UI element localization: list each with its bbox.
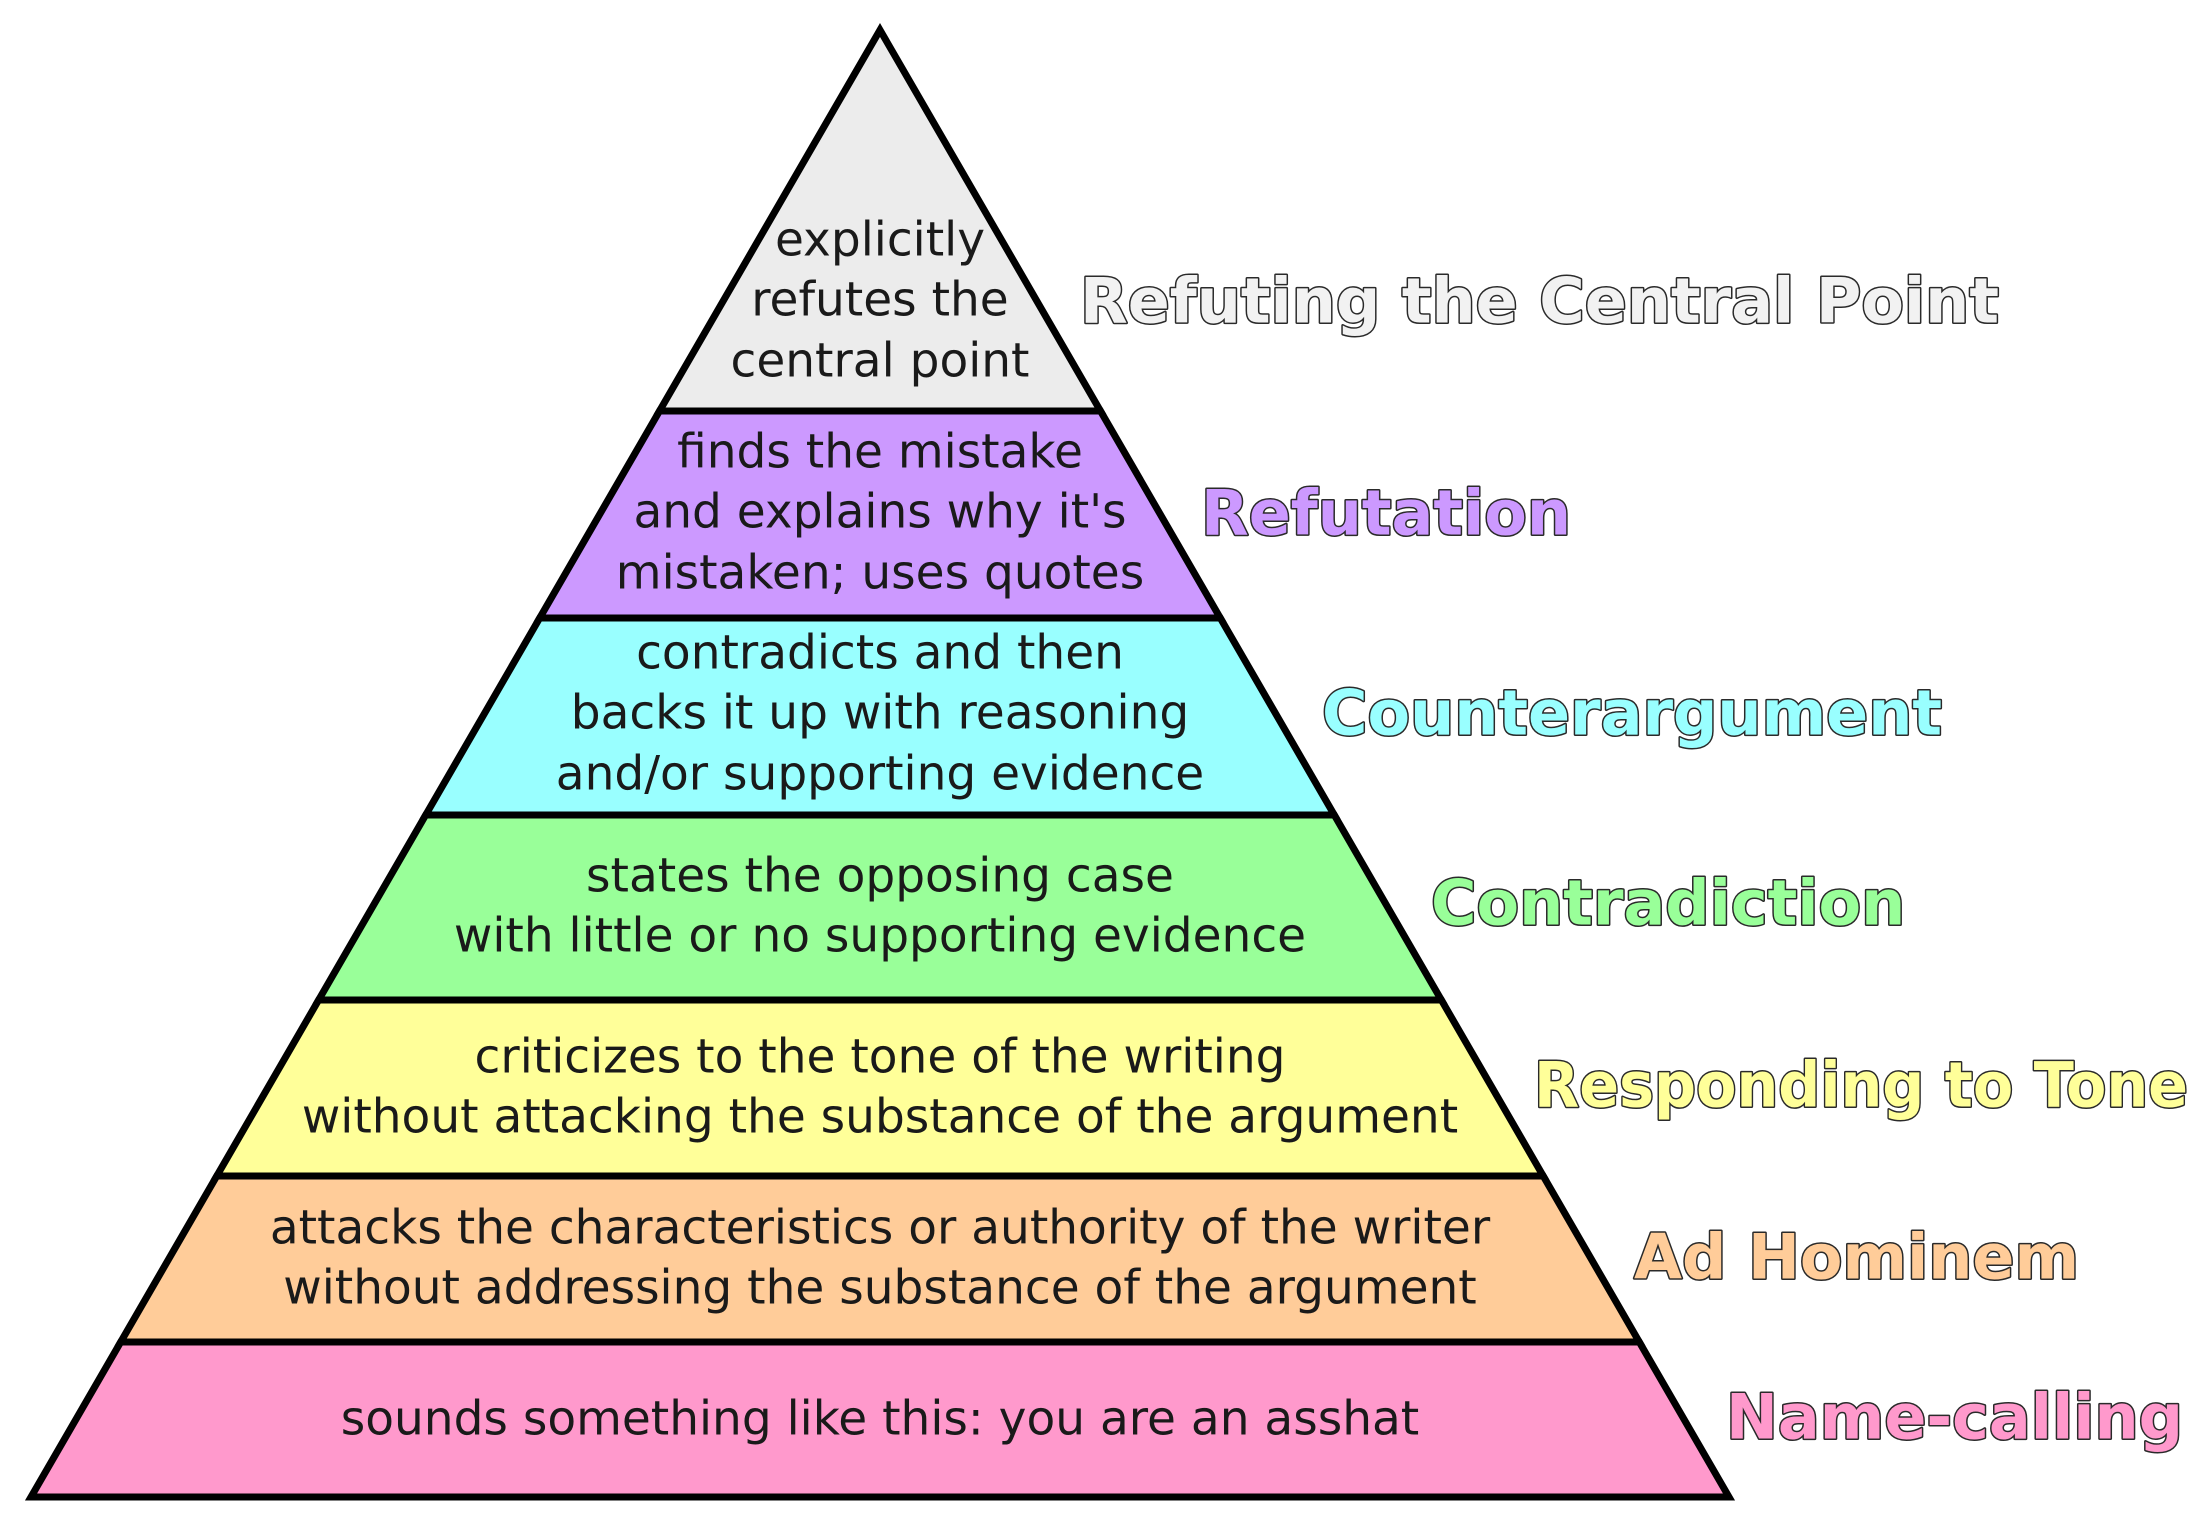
tier-description-line: states the opposing case [586, 849, 1174, 904]
tier-description-line: without attacking the substance of the a… [302, 1090, 1458, 1145]
level-name-ad-hominem: Ad Hominem [1634, 1221, 2079, 1294]
tier-contradiction [312, 811, 1448, 1004]
level-name-refutation: Refutation [1201, 477, 1571, 550]
tier-description-line: mistaken; uses quotes [616, 546, 1144, 601]
tier-description-line: and/or supporting evidence [556, 747, 1204, 802]
tier-description-line: sounds something like this: you are an a… [341, 1392, 1419, 1447]
tier-description-line: and explains why it's [633, 485, 1126, 540]
tier-description-line: explicitly [775, 213, 985, 268]
level-name-name-calling: Name-calling [1726, 1381, 2183, 1454]
level-name-counterargument: Counterargument [1322, 677, 1942, 750]
tier-description-line: with little or no supporting evidence [454, 909, 1306, 964]
tier-responding-to-tone [210, 996, 1550, 1180]
level-name-responding-to-tone: Responding to Tone [1534, 1049, 2188, 1122]
tier-labels: Refuting the Central PointRefutationCoun… [1079, 263, 2190, 1455]
tier-description-line: finds the mistake [677, 425, 1083, 480]
tier-description-line: attacks the characteristics or authority… [270, 1201, 1491, 1256]
tier-description-line: central point [731, 334, 1030, 389]
tier-description-line: criticizes to the tone of the writing [475, 1030, 1286, 1085]
level-name-contradiction: Contradiction [1431, 867, 1905, 940]
pyramid-tiers [24, 23, 1736, 1501]
tier-description-line: contradicts and then [636, 626, 1124, 681]
tier-description-line: refutes the [751, 273, 1008, 328]
tier-description-line: backs it up with reasoning [571, 686, 1189, 741]
level-name-refuting-the-central-point: Refuting the Central Point [1080, 265, 1999, 338]
tier-name-calling [24, 1338, 1736, 1501]
tier-description-line: without addressing the substance of the … [283, 1261, 1476, 1316]
